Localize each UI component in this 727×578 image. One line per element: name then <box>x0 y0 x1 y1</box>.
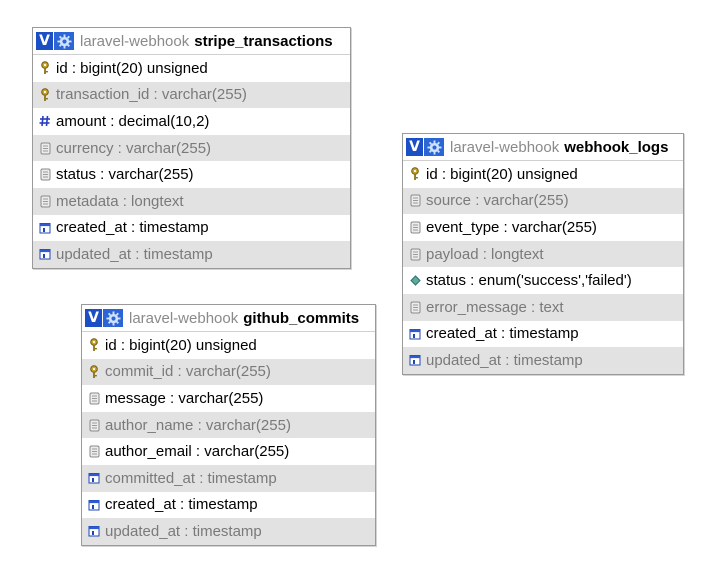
table-github-commits[interactable]: V laravel-webhook github_commits id : bi… <box>81 304 376 546</box>
column-row[interactable]: transaction_id : varchar(255) <box>33 81 350 109</box>
column-row[interactable]: author_name : varchar(255) <box>82 411 375 439</box>
column-row[interactable]: created_at : timestamp <box>82 491 375 519</box>
gear-icon[interactable] <box>54 32 74 50</box>
text-icon <box>85 417 103 433</box>
column-row[interactable]: updated_at : timestamp <box>403 347 683 374</box>
calendar-icon <box>36 220 54 236</box>
table-header[interactable]: V laravel-webhook webhook_logs <box>403 134 683 161</box>
column-row[interactable]: author_email : varchar(255) <box>82 438 375 465</box>
table-header[interactable]: V laravel-webhook github_commits <box>82 305 375 332</box>
column-label: created_at : timestamp <box>426 325 579 343</box>
column-row[interactable]: status : enum('success','failed') <box>403 267 683 294</box>
column-label: updated_at : timestamp <box>105 522 262 540</box>
column-label: event_type : varchar(255) <box>426 218 597 236</box>
column-label: message : varchar(255) <box>105 389 264 407</box>
enum-icon <box>406 273 424 289</box>
column-row[interactable]: created_at : timestamp <box>33 214 350 242</box>
column-label: author_email : varchar(255) <box>105 443 290 461</box>
column-label: transaction_id : varchar(255) <box>56 86 247 104</box>
column-row[interactable]: status : varchar(255) <box>33 161 350 188</box>
column-row[interactable]: created_at : timestamp <box>403 320 683 348</box>
column-row[interactable]: committed_at : timestamp <box>82 464 375 492</box>
column-label: id : bigint(20) unsigned <box>105 336 257 354</box>
text-icon <box>85 444 103 460</box>
text-icon <box>406 299 424 315</box>
column-label: amount : decimal(10,2) <box>56 112 210 130</box>
gear-icon[interactable] <box>424 138 444 156</box>
database-name: laravel-webhook <box>80 32 190 50</box>
column-row[interactable]: id : bigint(20) unsigned <box>403 161 683 188</box>
gear-icon[interactable] <box>103 309 123 327</box>
column-row[interactable]: message : varchar(255) <box>82 385 375 412</box>
column-row[interactable]: currency : varchar(255) <box>33 134 350 162</box>
hash-icon <box>36 113 54 129</box>
column-row[interactable]: updated_at : timestamp <box>33 241 350 268</box>
column-row[interactable]: metadata : longtext <box>33 187 350 215</box>
database-name: laravel-webhook <box>129 309 239 327</box>
text-icon <box>406 246 424 262</box>
table-header[interactable]: V laravel-webhook stripe_transactions <box>33 28 350 55</box>
column-label: metadata : longtext <box>56 192 184 210</box>
column-row[interactable]: id : bigint(20) unsigned <box>82 332 375 359</box>
column-label: created_at : timestamp <box>56 219 209 237</box>
column-row[interactable]: error_message : text <box>403 293 683 321</box>
calendar-icon <box>406 352 424 368</box>
column-label: commit_id : varchar(255) <box>105 363 271 381</box>
column-label: id : bigint(20) unsigned <box>426 165 578 183</box>
text-icon <box>85 390 103 406</box>
database-name: laravel-webhook <box>450 138 560 156</box>
column-row[interactable]: event_type : varchar(255) <box>403 214 683 241</box>
column-label: source : varchar(255) <box>426 192 569 210</box>
column-label: currency : varchar(255) <box>56 139 212 157</box>
key-icon <box>36 87 54 103</box>
calendar-icon <box>85 497 103 513</box>
key-icon <box>85 364 103 380</box>
table-webhook-logs[interactable]: V laravel-webhook webhook_logs id : bigi… <box>402 133 684 375</box>
table-name: webhook_logs <box>564 138 669 156</box>
column-row[interactable]: updated_at : timestamp <box>82 518 375 545</box>
column-label: committed_at : timestamp <box>105 469 277 487</box>
text-icon <box>406 193 424 209</box>
calendar-icon <box>85 523 103 539</box>
table-name: stripe_transactions <box>194 32 333 50</box>
text-icon <box>36 167 54 183</box>
key-icon <box>85 337 103 353</box>
column-row[interactable]: payload : longtext <box>403 240 683 268</box>
toggle-v-icon[interactable]: V <box>85 309 102 327</box>
key-icon <box>36 60 54 76</box>
column-label: updated_at : timestamp <box>426 351 583 369</box>
text-icon <box>36 140 54 156</box>
column-row[interactable]: source : varchar(255) <box>403 187 683 215</box>
column-label: payload : longtext <box>426 245 544 263</box>
toggle-v-icon[interactable]: V <box>406 138 423 156</box>
column-label: status : enum('success','failed') <box>426 272 632 290</box>
table-stripe-transactions[interactable]: V laravel-webhook stripe_transactions id… <box>32 27 351 269</box>
key-icon <box>406 166 424 182</box>
column-label: id : bigint(20) unsigned <box>56 59 208 77</box>
calendar-icon <box>85 470 103 486</box>
text-icon <box>406 219 424 235</box>
column-row[interactable]: id : bigint(20) unsigned <box>33 55 350 82</box>
table-name: github_commits <box>243 309 360 327</box>
column-label: status : varchar(255) <box>56 166 194 184</box>
column-row[interactable]: amount : decimal(10,2) <box>33 108 350 135</box>
column-label: updated_at : timestamp <box>56 245 213 263</box>
column-label: error_message : text <box>426 298 564 316</box>
calendar-icon <box>36 246 54 262</box>
column-row[interactable]: commit_id : varchar(255) <box>82 358 375 386</box>
text-icon <box>36 193 54 209</box>
toggle-v-icon[interactable]: V <box>36 32 53 50</box>
column-label: author_name : varchar(255) <box>105 416 291 434</box>
column-label: created_at : timestamp <box>105 496 258 514</box>
calendar-icon <box>406 326 424 342</box>
